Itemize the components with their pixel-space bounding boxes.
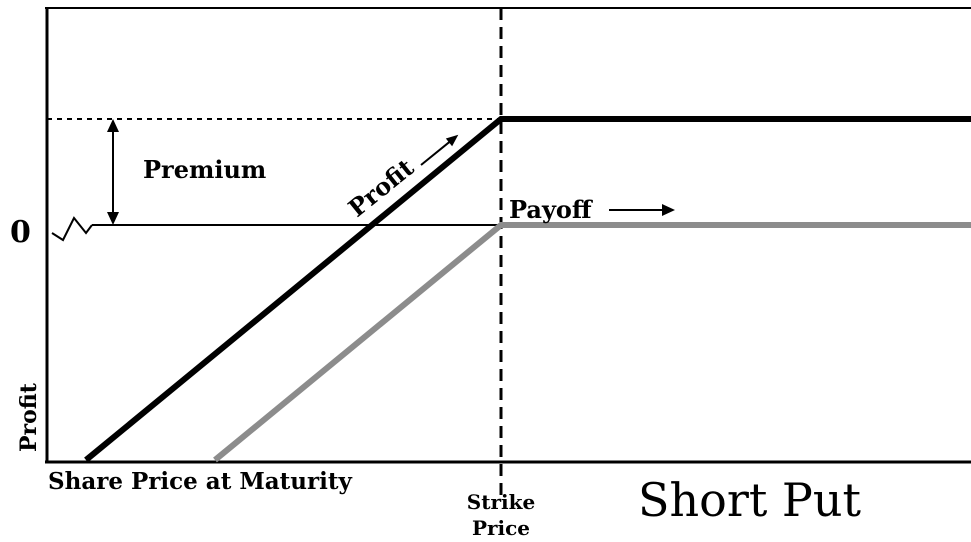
strike-label-line1: Strike: [467, 490, 535, 514]
profit-line-label: Profit: [343, 153, 420, 223]
payoff-line-label: Payoff: [509, 195, 593, 224]
y-axis-label: Profit: [16, 382, 42, 452]
strike-label-line2: Price: [472, 516, 530, 540]
profit-direction-arrow: [420, 134, 459, 166]
diagram-title: Short Put: [638, 473, 862, 527]
payoff-line: [213, 222, 971, 463]
x-axis-label: Share Price at Maturity: [48, 468, 353, 495]
payoff-direction-arrow: [609, 204, 675, 216]
profit-line: [84, 116, 971, 463]
premium-arrow-head-up: [107, 119, 119, 132]
premium-label: Premium: [143, 155, 266, 184]
axis-break-zigzag: [51, 216, 93, 242]
premium-arrow-head-down: [107, 212, 119, 225]
zero-label: 0: [10, 215, 31, 250]
